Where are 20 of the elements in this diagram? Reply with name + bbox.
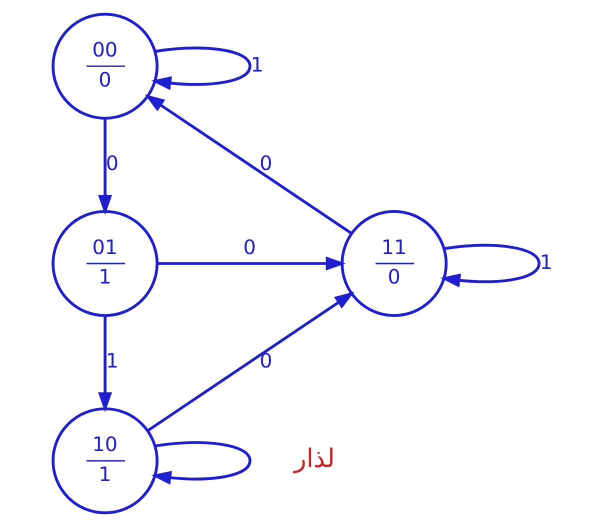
arrow xyxy=(151,46,252,90)
edge-label: 1 xyxy=(250,53,264,76)
arrow xyxy=(98,316,112,412)
arrow xyxy=(98,118,112,215)
edge-label: 1 xyxy=(540,250,553,274)
edge-label: 0 xyxy=(106,152,119,176)
arrow xyxy=(158,256,346,270)
edge-label: 1 xyxy=(106,349,119,372)
arrow xyxy=(151,441,252,485)
node-circle: 11 0 xyxy=(340,210,448,317)
edge-label: 0 xyxy=(260,349,272,372)
node-circle: 01 1 xyxy=(52,210,159,317)
node-circle: 10 1 xyxy=(52,407,159,514)
arrow xyxy=(440,244,540,288)
arrow xyxy=(147,292,354,432)
node-circle: 00 0 xyxy=(52,12,159,120)
arrow xyxy=(144,94,352,234)
edge-label: 0 xyxy=(243,236,256,259)
label: لذار xyxy=(294,444,335,474)
edge-label: 0 xyxy=(260,152,272,176)
